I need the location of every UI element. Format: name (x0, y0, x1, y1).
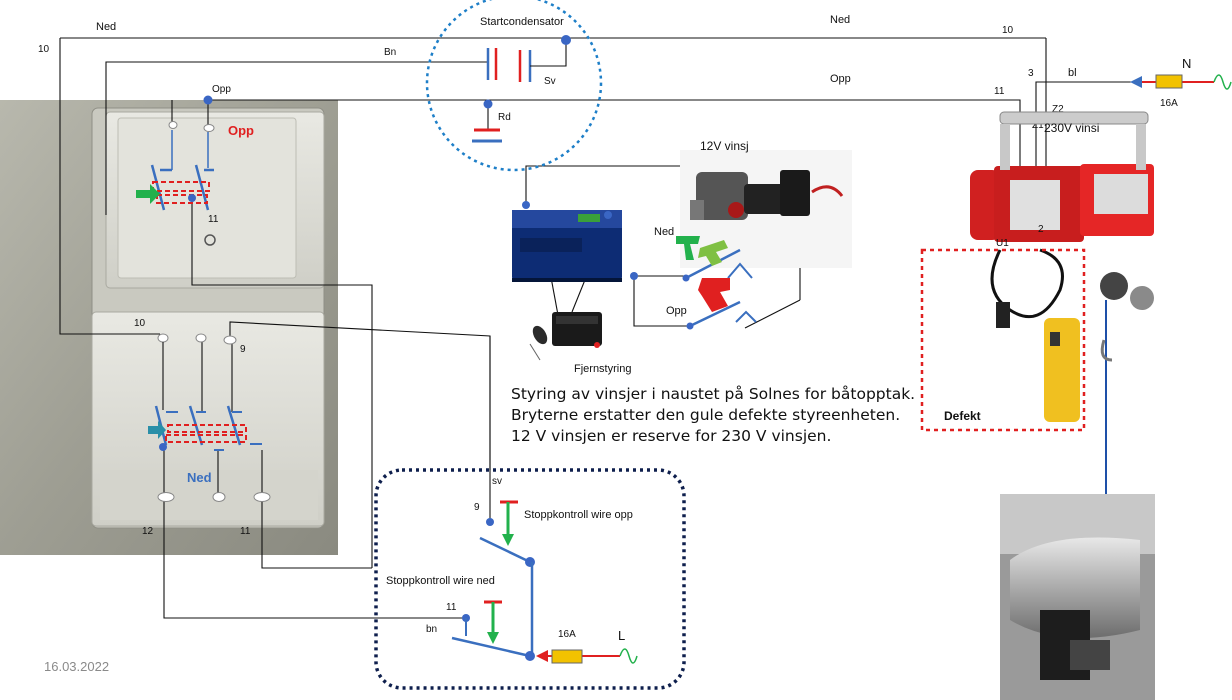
upper-switch-title: Opp (228, 123, 254, 138)
sv-cap-label: Sv (544, 76, 556, 87)
stop-down-label: Stoppkontroll wire ned (386, 575, 495, 587)
defect-label: Defekt (944, 409, 981, 423)
stop-fuse-label: 16A (558, 629, 576, 640)
ned-12v-label: Ned (654, 226, 674, 238)
lower-switch-schematic: 10 9 Ned 12 11 (134, 318, 271, 537)
u1-label: U1 (996, 238, 1009, 249)
start-capacitor: Startcondensator Sv Rd (425, 0, 603, 172)
date-stamp: 16.03.2022 (44, 659, 110, 674)
n-label: N (1182, 56, 1191, 71)
description-note: Styring av vinsjer i naustet på Solnes f… (511, 384, 931, 447)
lower-10-label: 10 (134, 318, 146, 329)
opp-12v-label: Opp (666, 305, 687, 317)
switch-photo (0, 100, 338, 555)
lower-11-label: 11 (240, 526, 251, 537)
boat-photo (1000, 494, 1155, 700)
stop-control-box: sv 9 Stoppkontroll wire opp Stoppkontrol… (374, 336, 686, 690)
remote-label: Fjernstyring (574, 363, 631, 375)
stop-nine-label: 9 (474, 502, 480, 513)
stop-eleven-label: 11 (446, 602, 457, 613)
relay-12v: Ned Opp (630, 226, 757, 330)
u2-label: 2 (1038, 224, 1044, 235)
eleven-right-label: 11 (994, 86, 1005, 97)
ned-right-label: Ned (830, 14, 850, 26)
upper-11-label: 11 (208, 214, 219, 225)
ned-left-label: Ned (96, 21, 116, 33)
battery (512, 201, 622, 282)
opp-right-label: Opp (830, 73, 851, 85)
wire-labels: Ned 10 Bn Ned Opp 10 11 3 bl Z1 Z2 (38, 14, 1077, 131)
bn-top-label: Bn (384, 47, 396, 58)
supply-n: 16A N (1130, 56, 1232, 109)
capacitor-label: Startcondensator (480, 16, 564, 28)
lower-switch-title: Ned (187, 470, 212, 485)
remote-control: Fjernstyring (529, 312, 631, 375)
ten-left-label: 10 (38, 44, 50, 55)
winch-230v: 230V vinsi U1 2 Defekt (920, 111, 1154, 494)
stop-sv-label: sv (492, 476, 502, 487)
note-line-2: Bryterne erstatter den gule defekte styr… (511, 406, 901, 424)
lower-9-label: 9 (240, 344, 246, 355)
winch-12v-label: 12V vinsj (700, 139, 749, 153)
fuse-top-label: 16A (1160, 98, 1178, 109)
stop-l-label: L (618, 628, 625, 643)
winch-230v-label: 230V vinsi (1044, 121, 1099, 135)
rd-cap-label: Rd (498, 112, 511, 123)
upper-switch-schematic: Opp Opp 11 (136, 84, 254, 246)
opp-switch-label: Opp (212, 84, 231, 95)
stop-up-label: Stoppkontroll wire opp (524, 509, 633, 521)
note-line-1: Styring av vinsjer i naustet på Solnes f… (511, 385, 916, 403)
ten-right-label: 10 (1002, 25, 1014, 36)
z2-label: Z2 (1052, 104, 1064, 115)
z1-label: Z1 (1032, 120, 1044, 131)
bl-label: bl (1068, 67, 1077, 79)
three-label: 3 (1028, 68, 1034, 79)
lower-12-label: 12 (142, 526, 154, 537)
stop-bn-label: bn (426, 624, 437, 635)
note-line-3: 12 V vinsjen er reserve for 230 V vinsje… (511, 427, 832, 445)
